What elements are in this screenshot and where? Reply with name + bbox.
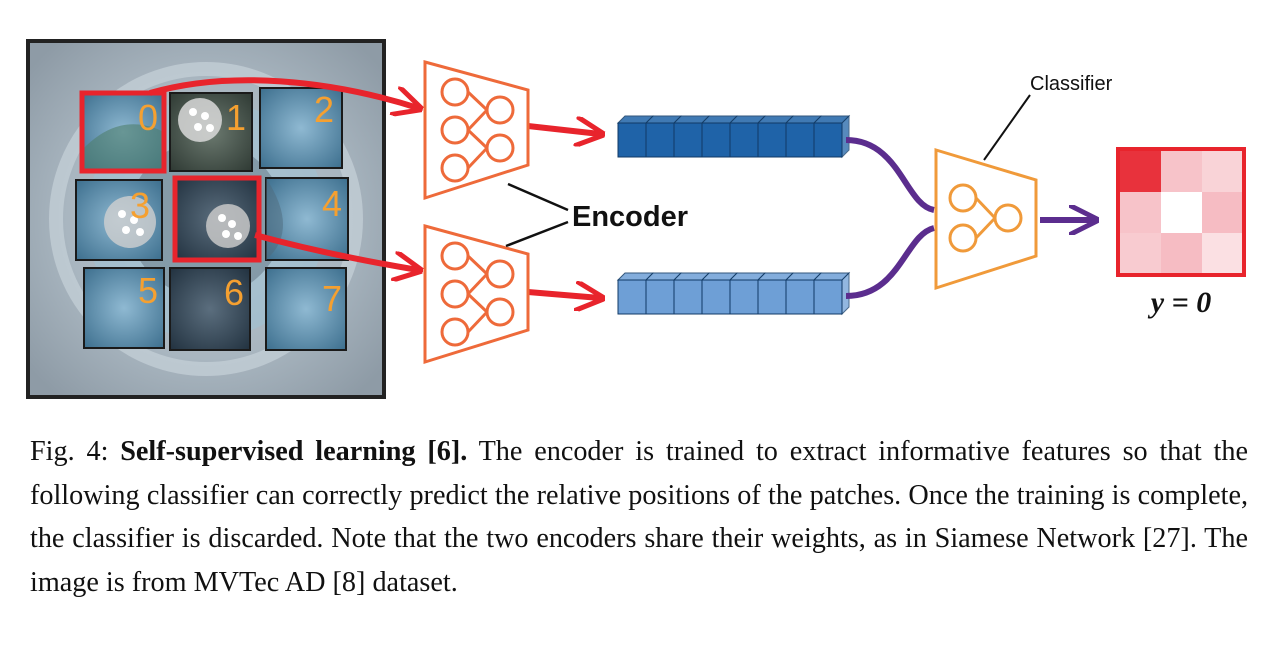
feature-top-to-classifier	[845, 137, 935, 213]
heatmap-cell	[1120, 233, 1162, 275]
caption-label: Fig. 4:	[30, 436, 109, 467]
figure: 0 1 2 3 4 5 6 7 Encoder Classifier	[26, 39, 1246, 399]
feature-bottom-cell	[617, 279, 647, 315]
patch-5	[83, 267, 165, 349]
figure-caption: Fig. 4: Self-supervised learning [6]. Th…	[30, 430, 1248, 604]
classifier-pointer	[983, 94, 1031, 161]
patch-highlight-0	[79, 90, 167, 174]
feature-top-side	[841, 114, 850, 159]
feature-bottom-cell	[645, 279, 675, 315]
heatmap-cell	[1202, 151, 1244, 193]
patch-6-center	[175, 178, 259, 260]
heatmap-cell	[1161, 233, 1203, 275]
patch-7	[265, 267, 347, 351]
patch-label-1: 1	[226, 97, 246, 138]
feature-top-cell	[729, 122, 759, 158]
feature-vector-top	[616, 114, 851, 159]
feature-top-cell	[757, 122, 787, 158]
output-heatmap	[1120, 151, 1244, 275]
encoder-top	[423, 60, 530, 201]
feature-top-cell	[813, 122, 843, 158]
feature-bottom-cell	[673, 279, 703, 315]
heatmap-cell	[1161, 151, 1203, 193]
output-label: y = 0	[1148, 286, 1211, 319]
encoder-bottom-output-arrow	[527, 292, 600, 298]
patch-3	[75, 179, 163, 261]
feature-bottom-to-classifier	[845, 225, 936, 299]
heatmap-cell	[1202, 192, 1244, 234]
patch-6	[169, 267, 251, 351]
feature-top-cell	[617, 122, 647, 158]
feature-bottom-cell	[785, 279, 815, 315]
feature-bottom-cell	[729, 279, 759, 315]
patch-label-2: 2	[314, 89, 334, 130]
feature-bottom-side	[841, 271, 850, 316]
patch-label-4: 4	[322, 183, 342, 224]
feature-top-cell	[701, 122, 731, 158]
heatmap-cell	[1161, 192, 1203, 234]
classifier	[934, 147, 1038, 291]
encoder-bottom	[423, 224, 530, 365]
image-patches	[75, 87, 349, 351]
patch-label-3: 3	[130, 185, 150, 226]
encoder-pointer-bottom	[505, 220, 569, 248]
feature-bottom-cell	[757, 279, 787, 315]
feature-bottom-cell	[701, 279, 731, 315]
encoder-top-output-arrow	[527, 126, 600, 134]
feature-top-cell	[785, 122, 815, 158]
feature-vector-bottom	[616, 271, 851, 316]
caption-title: Self-supervised learning [6].	[120, 436, 468, 467]
patch-2	[259, 87, 343, 169]
patch-center-to-encoder-arrow	[254, 232, 418, 270]
feature-top-cell	[645, 122, 675, 158]
patch-label-5: 5	[138, 270, 158, 311]
caption-body: The encoder is trained to extract inform…	[30, 436, 1248, 598]
patch-highlight-center	[172, 175, 262, 263]
feature-bottom-cell	[813, 279, 843, 315]
output-heatmap-border	[1116, 147, 1246, 277]
patch-label-0: 0	[138, 97, 158, 138]
patch-1	[169, 92, 253, 172]
heatmap-cell	[1202, 233, 1244, 275]
patch-label-6: 6	[224, 272, 244, 313]
patch-label-7: 7	[322, 278, 342, 319]
classifier-label: Classifier	[1030, 73, 1113, 95]
heatmap-cell	[1120, 151, 1162, 193]
encoder-pointer-top	[507, 182, 569, 212]
feature-top-cell	[673, 122, 703, 158]
patch-0-to-encoder-arrow	[149, 77, 418, 108]
encoder-label: Encoder	[572, 201, 688, 233]
heatmap-cell	[1120, 192, 1162, 234]
